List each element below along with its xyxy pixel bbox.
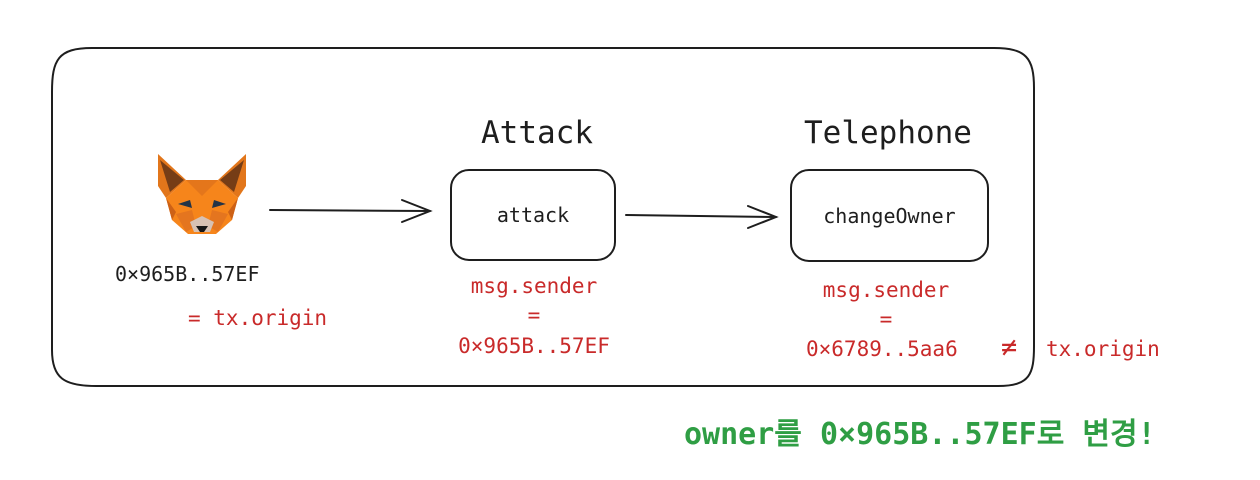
telephone-msg-sender-label: msg.sender [822,278,950,302]
wallet-address: 0×965B..57EF [115,262,260,286]
telephone-msg-sender-value: 0×6789..5aa6 [806,337,958,361]
tx-origin-label: = tx.origin [188,306,328,330]
attack-contract-title: Attack [481,115,593,151]
attack-equals-sign: = [527,303,541,327]
telephone-contract-title: Telephone [804,115,972,151]
telephone-tx-origin-compare: tx.origin [1046,337,1160,361]
owner-change-result-note: owner를 0×965B..57EF로 변경! [684,417,1156,452]
arrow-wallet-to-attack [269,199,433,223]
change-owner-function-label: changeOwner [823,204,956,228]
arrow-attack-to-telephone [625,205,779,229]
change-owner-function-box [790,169,989,262]
attack-msg-sender-value: 0×965B..57EF [458,334,610,358]
outer-frame [51,47,1035,387]
attack-msg-sender-label: msg.sender [470,274,598,298]
not-equal-sign: ≠ [1001,332,1018,363]
attack-function-box [450,169,616,261]
telephone-equals-sign: = [879,307,893,331]
attack-function-label: attack [496,203,570,227]
metamask-fox-icon [158,154,246,234]
